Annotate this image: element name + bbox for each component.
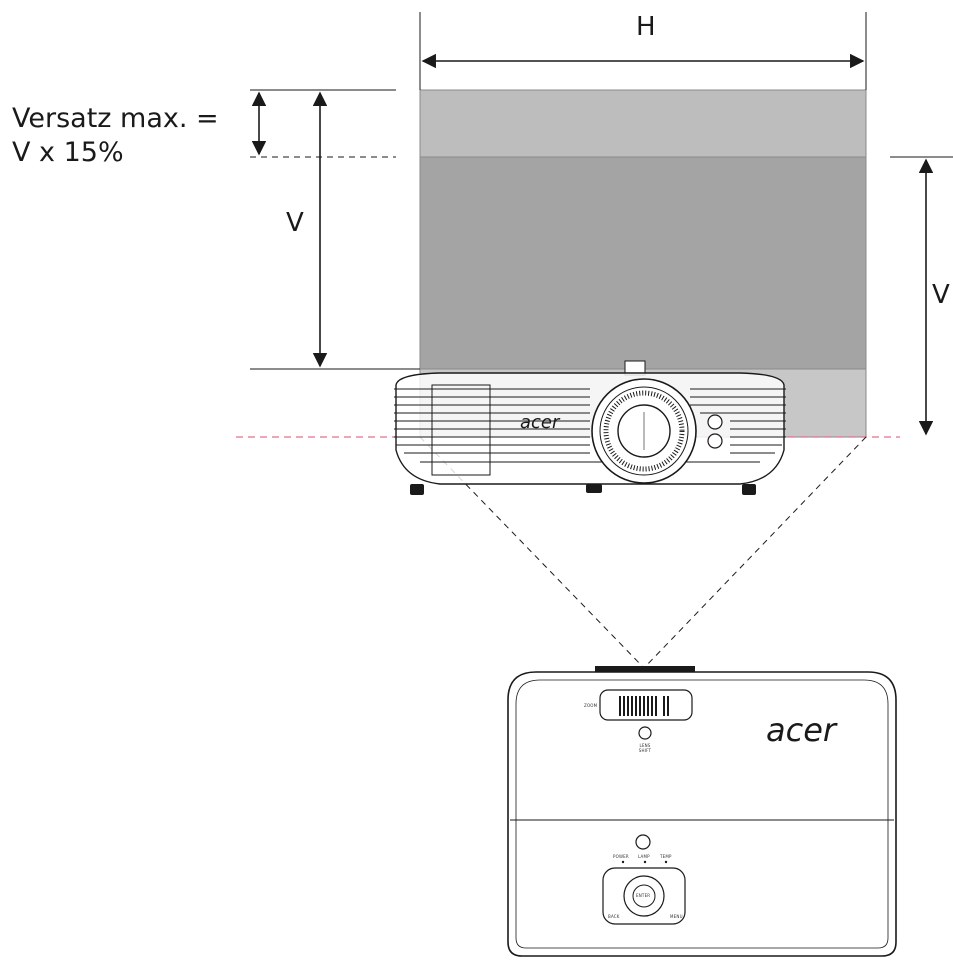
offset-formula-label: Versatz max. = V x 15% bbox=[12, 102, 219, 170]
front-brand-logo: acer bbox=[520, 412, 561, 433]
zoom-label: ZOOM bbox=[584, 703, 598, 708]
keypad-menu-label: MENU bbox=[670, 914, 683, 919]
offset-formula-line2: V x 15% bbox=[12, 137, 124, 168]
front-lens bbox=[591, 378, 697, 484]
indicator-power: POWER bbox=[613, 854, 629, 859]
width-label: H bbox=[636, 12, 656, 42]
offset-formula-line1: Versatz max. = bbox=[12, 103, 219, 134]
projector-top-view: acer bbox=[507, 666, 897, 957]
projection-ray-right bbox=[643, 436, 867, 669]
screen-image-area bbox=[419, 156, 867, 370]
height-label-left: V bbox=[286, 208, 304, 238]
top-brand-logo: acer bbox=[766, 711, 838, 749]
projector-front-view: acer bbox=[394, 360, 786, 495]
keypad-enter-label: ENTER bbox=[636, 893, 651, 898]
height-label-right: V bbox=[932, 280, 950, 310]
screen-offset-band bbox=[419, 89, 867, 158]
projection-ray-left bbox=[419, 436, 645, 669]
lens-shift-label: LENS SHIFT bbox=[638, 743, 652, 753]
indicator-temp: TEMP bbox=[660, 854, 672, 859]
keypad-back-label: BACK bbox=[608, 914, 620, 919]
front-sensors bbox=[707, 414, 723, 449]
indicator-lamp: LAMP bbox=[638, 854, 650, 859]
